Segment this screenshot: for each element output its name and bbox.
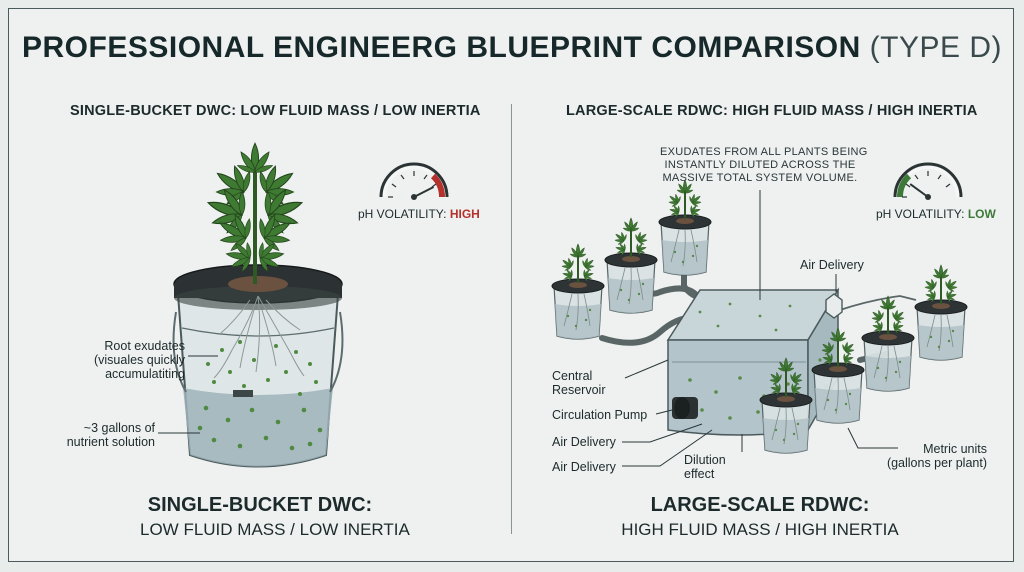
rdwc-system — [551, 180, 968, 454]
air-delivery-top-label: Air Delivery — [800, 258, 864, 272]
callout-line1: EXUDATES FROM ALL PLANTS BEING — [660, 146, 868, 158]
root-exudates-line3: accumulatiting — [105, 367, 185, 381]
metric-line2: (gallons per plant) — [886, 456, 987, 470]
central-reservoir-line1: Central — [552, 369, 593, 383]
gauge-value-high: HIGH — [449, 207, 480, 221]
root-exudates-label: Root exudates (visuales quickly accumula… — [61, 339, 185, 381]
metric-units-label: Metric units (gallons per plant) — [872, 442, 987, 470]
center-divider — [511, 104, 512, 534]
right-footer-subtitle: HIGH FLUID MASS / HIGH INERTIA — [621, 520, 899, 539]
gauge-label-text-right: pH VOLATILITY: — [876, 207, 965, 221]
right-gauge-label: pH VOLATILITY: LOW — [876, 207, 996, 221]
dilution-line1: Dilution — [684, 453, 726, 467]
central-reservoir-line2: Reservoir — [552, 383, 606, 397]
left-footer: SINGLE-BUCKET DWC: LOW FLUID MASS / LOW … — [140, 494, 410, 540]
left-gauge-label: pH VOLATILITY: HIGH — [358, 207, 480, 221]
circulation-pump-label: Circulation Pump — [552, 408, 648, 422]
gauge-label-text: pH VOLATILITY: — [358, 207, 447, 221]
gauge-high — [379, 162, 449, 200]
right-footer-title: LARGE-SCALE RDWC: — [650, 494, 870, 516]
central-reservoir-label: Central Reservoir — [552, 369, 606, 397]
nutrient-solution-label: ~3 gallons of nutrient solution — [45, 421, 155, 449]
root-exudates-line1: Root exudates — [104, 339, 185, 353]
left-footer-subtitle: LOW FLUID MASS / LOW INERTIA — [140, 520, 410, 539]
air-delivery-label-1: Air Delivery — [552, 435, 616, 449]
callout-line2: INSTANTLY DILUTED ACROSS THE — [664, 159, 856, 171]
title-sub: (TYPE D) — [869, 31, 1002, 64]
right-footer: LARGE-SCALE RDWC: HIGH FLUID MASS / HIGH… — [620, 494, 900, 540]
nutrient-line1: ~3 gallons of — [83, 421, 155, 435]
left-heading: SINGLE-BUCKET DWC: LOW FLUID MASS / LOW … — [70, 103, 481, 119]
left-footer-title: SINGLE-BUCKET DWC: — [147, 494, 373, 516]
page-title: PROFESSIONAL ENGINEERG BLUEPRINT COMPARI… — [0, 31, 1024, 65]
single-bucket — [172, 143, 344, 468]
metric-line1: Metric units — [923, 442, 987, 456]
gauge-value-low: LOW — [967, 207, 996, 221]
right-heading: LARGE-SCALE RDWC: HIGH FLUID MASS / HIGH… — [566, 103, 978, 119]
root-exudates-line2: (visuales quickly — [93, 353, 185, 367]
callout-line3: MASSIVE TOTAL SYSTEM VOLUME. — [662, 172, 858, 184]
title-main: PROFESSIONAL ENGINEERG BLUEPRINT COMPARI… — [22, 31, 861, 64]
air-delivery-label-2: Air Delivery — [552, 460, 616, 474]
dilution-callout: EXUDATES FROM ALL PLANTS BEING INSTANTLY… — [660, 146, 868, 185]
left-leader-lines — [158, 355, 218, 434]
dilution-effect-label: Dilution effect — [684, 453, 726, 481]
right-leader-lines — [622, 190, 898, 467]
gauge-low — [893, 162, 963, 200]
nutrient-line2: nutrient solution — [66, 435, 155, 449]
dilution-line2: effect — [684, 467, 715, 481]
